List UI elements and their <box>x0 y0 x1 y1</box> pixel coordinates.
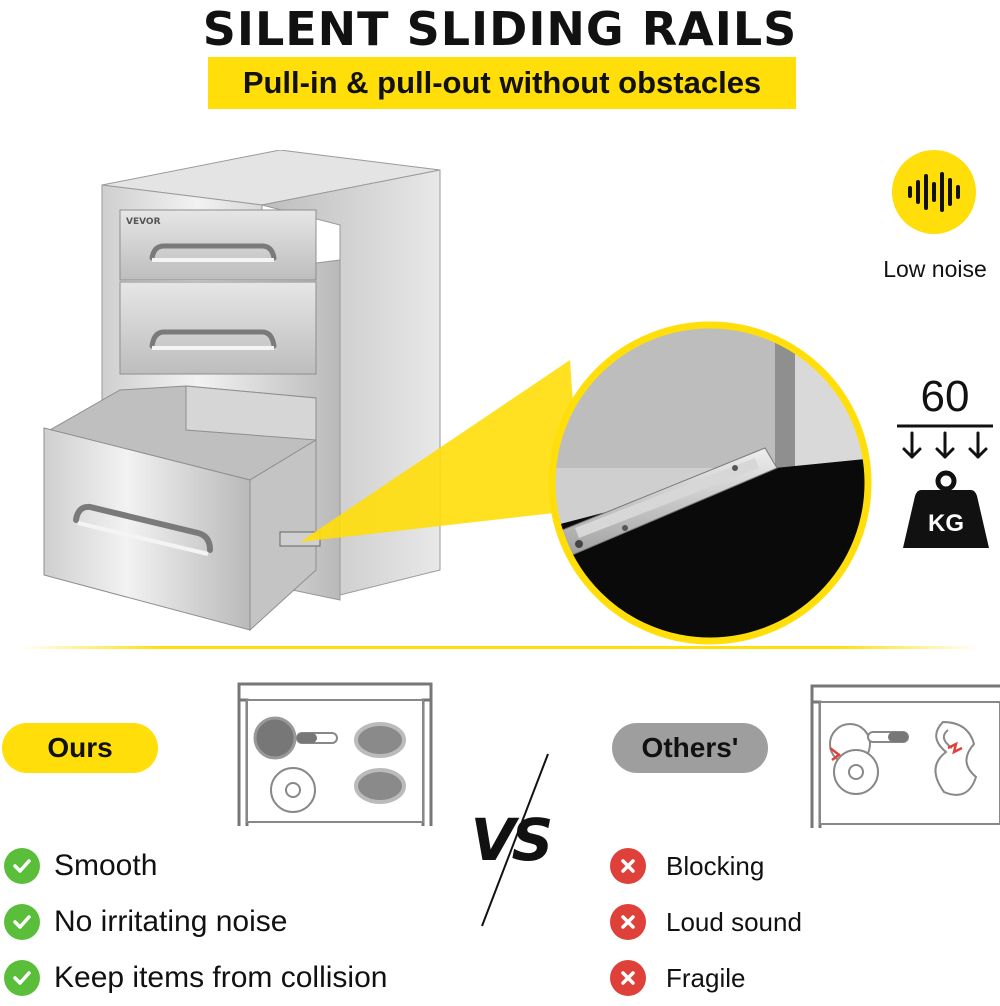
vs-text: VS <box>470 806 554 874</box>
low-noise-badge <box>892 150 976 234</box>
rail-closeup-circle <box>548 321 872 645</box>
ours-item: Smooth <box>4 838 464 894</box>
load-value: 60 <box>920 372 970 421</box>
others-item-label: Loud sound <box>666 906 802 937</box>
subtitle-text: Pull-in & pull-out without obstacles <box>242 65 762 100</box>
vs-divider <box>481 753 549 927</box>
others-item: Loud sound <box>610 894 990 950</box>
ours-item-label: Smooth <box>54 849 158 882</box>
cross-icon <box>610 960 646 996</box>
weight-icon <box>903 470 989 548</box>
others-list: Blocking Loud sound Fragile <box>610 838 990 1006</box>
others-drawer-diagram <box>810 684 1000 828</box>
check-icon <box>4 904 40 940</box>
ours-drawer-diagram <box>237 682 433 826</box>
others-item: Blocking <box>610 838 990 894</box>
ours-pill: Ours <box>2 723 158 773</box>
ours-item-label: No irritating noise <box>54 905 288 938</box>
others-item-label: Fragile <box>666 962 746 993</box>
others-item: Fragile <box>610 950 990 1006</box>
down-arrows-icon <box>897 424 993 459</box>
ours-list: Smooth No irritating noise Keep items fr… <box>4 838 464 1006</box>
ours-item-label: Keep items from collision <box>54 961 388 994</box>
ours-item: Keep items from collision <box>4 950 464 1006</box>
sound-wave-icon <box>908 172 960 212</box>
low-noise-label: Low noise <box>883 256 987 282</box>
load-unit: KG <box>928 510 964 537</box>
section-divider <box>20 646 980 649</box>
cross-icon <box>610 848 646 884</box>
check-icon <box>4 960 40 996</box>
brand-mark: VEVOR <box>126 217 161 227</box>
subtitle-banner: Pull-in & pull-out without obstacles <box>208 57 796 109</box>
drawer-unit-illustration: VEVOR <box>43 150 441 632</box>
ours-item: No irritating noise <box>4 894 464 950</box>
cross-icon <box>610 904 646 940</box>
check-icon <box>4 848 40 884</box>
page-title: SILENT SLIDING RAILS <box>202 2 798 56</box>
zoom-beam <box>300 360 580 542</box>
others-pill: Others' <box>612 723 768 773</box>
others-item-label: Blocking <box>666 850 765 881</box>
